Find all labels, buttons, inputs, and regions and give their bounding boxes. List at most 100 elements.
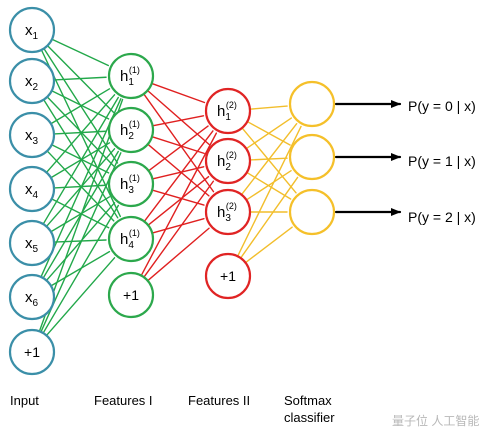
features-1-node-circle-3 (107, 215, 155, 263)
input-node-label-3: x4 (25, 181, 39, 201)
output-arrows (334, 100, 402, 216)
watermark-text: 量子位 人工智能 (392, 414, 480, 428)
output-label-class-1: P(y = 1 | x) (408, 153, 476, 169)
input-node-2: x3 (8, 111, 56, 159)
features-1-node-circle-1 (107, 106, 155, 154)
edge-features-2-3-to-softmax-2 (244, 226, 293, 264)
edge-input-1-to-features-1-1 (51, 90, 110, 120)
edge-input-3-to-features-1-0 (45, 94, 116, 174)
features-1-node-circle-2 (107, 160, 155, 208)
edge-input-4-to-features-1-2 (50, 196, 111, 233)
edge-input-0-to-features-1-0 (51, 38, 110, 67)
edge-features-1-2-to-features-2-2 (151, 189, 205, 206)
softmax-node-1 (288, 133, 336, 181)
features-2-node-3: +1 (204, 252, 252, 300)
edge-features-1-0-to-features-2-0 (150, 82, 206, 104)
edge-features-1-1-to-features-2-2 (147, 143, 210, 197)
features-1-node-1: h2(1) (107, 106, 155, 154)
input-node-circle-2 (8, 111, 56, 159)
softmax-node-circle-0 (288, 80, 336, 128)
features-1-node-label-4: +1 (123, 287, 139, 303)
edge-input-3-to-features-1-1 (50, 142, 111, 179)
features-2-node-circle-1 (204, 137, 252, 185)
features-2-node-circle-0 (204, 87, 252, 135)
input-node-label-4: x5 (25, 235, 39, 255)
output-label-class-2: P(y = 2 | x) (408, 209, 476, 225)
input-node-circle-3 (8, 165, 56, 213)
features-2-node-label-2: h3(2) (217, 201, 237, 224)
features-2-node-0: h1(2) (204, 87, 252, 135)
features-2-node-circle-3 (204, 252, 252, 300)
layer-caption-input: Input (10, 393, 39, 408)
softmax-node-0 (288, 80, 336, 128)
input-node-label-0: x1 (25, 22, 39, 42)
input-node-circle-6 (8, 328, 56, 376)
edge-input-4-to-features-1-0 (42, 96, 119, 225)
edge-features-1-4-to-features-2-0 (140, 132, 218, 277)
network-nodes: x1 x2 x3 x4 x5 x6 +1 h1(1) h2(1) h3(1) h4(1) +1 h1(2… (8, 6, 336, 376)
layer-caption-softmax-line-1: Softmax (284, 393, 332, 408)
features-1-node-2: h3(1) (107, 160, 155, 208)
features-1-node-3: h4(1) (107, 215, 155, 263)
edge-input-5-to-features-1-3 (50, 250, 111, 287)
input-node-1: x2 (8, 57, 56, 105)
features-1-node-label-1: h2(1) (120, 119, 140, 142)
edge-features-1-2-to-features-2-0 (147, 125, 209, 172)
softmax-node-circle-2 (288, 188, 336, 236)
edge-features-1-3-to-features-2-2 (151, 218, 205, 234)
edge-input-2-to-features-1-2 (51, 144, 110, 174)
input-node-label-5: x6 (25, 289, 39, 309)
connection-edges (38, 38, 302, 337)
edge-features-2-0-to-softmax-0 (249, 105, 288, 110)
edge-features-1-1-to-features-2-0 (151, 115, 205, 127)
features-1-node-label-3: h4(1) (120, 228, 140, 251)
edge-input-2-to-features-1-0 (50, 88, 111, 125)
edge-input-3-to-features-1-3 (50, 198, 110, 229)
input-node-label-6: +1 (24, 344, 40, 360)
input-node-circle-4 (8, 219, 56, 267)
edge-features-1-4-to-features-2-2 (147, 227, 210, 282)
edge-features-1-0-to-features-2-1 (146, 89, 210, 146)
edge-input-6-to-features-1-3 (45, 257, 116, 337)
input-node-5: x6 (8, 273, 56, 321)
input-node-circle-0 (8, 6, 56, 54)
edge-input-6-to-features-1-2 (42, 204, 120, 334)
edge-features-1-1-to-features-2-1 (151, 135, 205, 155)
edge-features-1-3-to-features-2-1 (147, 175, 210, 226)
features-2-node-label-1: h2(2) (217, 150, 237, 173)
layer-caption-softmax-line-2: classifier (284, 410, 335, 425)
softmax-node-2 (288, 188, 336, 236)
input-node-0: x1 (8, 6, 56, 54)
features-1-node-0: h1(1) (107, 52, 155, 100)
input-node-4: x5 (8, 219, 56, 267)
layer-caption-features-1: Features I (94, 393, 153, 408)
edge-features-1-2-to-features-2-1 (151, 166, 205, 180)
features-2-node-1: h2(2) (204, 137, 252, 185)
softmax-node-circle-1 (288, 133, 336, 181)
features-1-node-circle-4 (107, 271, 155, 319)
edge-features-2-3-to-softmax-1 (239, 176, 299, 259)
features-2-node-circle-2 (204, 188, 252, 236)
edge-features-1-0-to-features-2-2 (143, 93, 215, 193)
edge-features-2-2-to-softmax-1 (245, 169, 292, 201)
edge-input-1-to-features-1-0 (53, 76, 107, 81)
features-1-node-label-2: h3(1) (120, 173, 140, 196)
input-node-6: +1 (8, 328, 56, 376)
features-2-node-label-3: +1 (220, 268, 236, 284)
edge-features-2-2-to-softmax-0 (240, 123, 298, 196)
features-1-node-circle-0 (107, 52, 155, 100)
edge-features-1-4-to-features-2-1 (143, 180, 215, 278)
features-1-node-4: +1 (107, 271, 155, 319)
features-1-node-label-0: h1(1) (120, 65, 140, 88)
output-label-class-0: P(y = 0 | x) (408, 98, 476, 114)
input-node-3: x4 (8, 165, 56, 213)
features-2-node-2: h3(2) (204, 188, 252, 236)
edge-features-2-1-to-softmax-0 (245, 117, 293, 150)
input-node-circle-1 (8, 57, 56, 105)
input-node-label-2: x3 (25, 127, 39, 147)
layer-caption-features-2: Features II (188, 393, 251, 408)
edge-features-1-3-to-features-2-0 (143, 130, 214, 223)
features-2-node-label-0: h1(2) (217, 100, 237, 123)
